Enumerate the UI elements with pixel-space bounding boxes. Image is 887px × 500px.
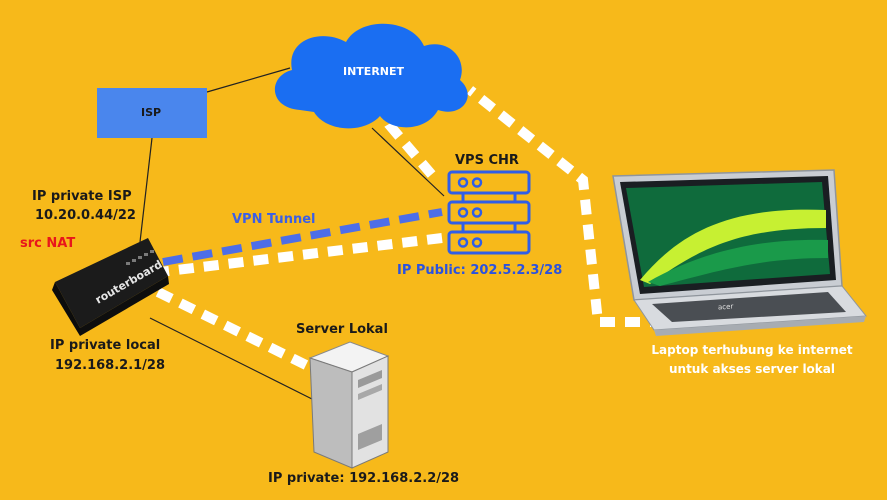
vps-ip-label: IP Public: 202.5.2.3/28 (397, 263, 563, 278)
src-nat-label: src NAT (20, 236, 76, 251)
isp-label: ISP (141, 106, 162, 119)
link-router-isp (139, 137, 153, 243)
laptop-caption-line1: Laptop terhubung ke internet (651, 343, 853, 357)
router-ip-isp: 10.20.0.44/22 (35, 208, 136, 223)
path-router-server (155, 287, 315, 373)
link-internet-vps (371, 127, 445, 197)
link-isp-internet (206, 67, 291, 93)
vpn-tunnel-line (162, 208, 443, 266)
internet-label: INTERNET (343, 65, 405, 78)
vpn-tunnel-label: VPN Tunnel (232, 212, 316, 227)
router-ip-local-title: IP private local (50, 338, 161, 353)
laptop-brand-label: acer (717, 302, 734, 312)
server-label: Server Lokal (296, 322, 388, 337)
laptop-icon (612, 169, 867, 336)
laptop-caption-line2: untuk akses server lokal (668, 362, 835, 376)
isp-box (97, 88, 207, 138)
server-tower-icon (308, 341, 390, 469)
vps-label: VPS CHR (455, 153, 519, 168)
path-laptop-internet (466, 86, 665, 327)
cloud-icon (274, 23, 468, 129)
router-icon: routerboard (52, 238, 169, 336)
server-ip-label: IP private: 192.168.2.2/28 (268, 471, 460, 486)
router-ip-local: 192.168.2.1/28 (55, 358, 166, 373)
path-vps-router (159, 233, 443, 277)
router-ip-isp-title: IP private ISP (32, 189, 132, 204)
link-router-server (149, 317, 319, 403)
server-stack-icon (447, 170, 531, 255)
